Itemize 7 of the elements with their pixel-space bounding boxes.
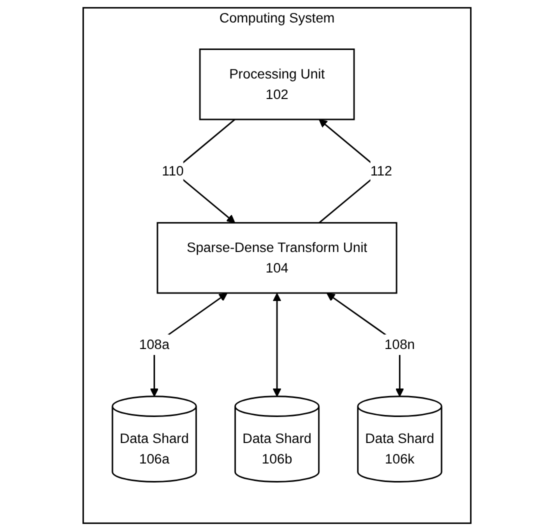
node-box: Processing Unit 102 — [199, 48, 355, 120]
node-box: Sparse-Dense Transform Unit 104 — [156, 222, 398, 294]
edge-label: 110 — [162, 162, 184, 178]
edge-label: 108n — [384, 336, 415, 352]
arrow — [272, 293, 282, 397]
edge-label: 108a — [139, 336, 170, 352]
edge-label: 112 — [370, 162, 392, 178]
